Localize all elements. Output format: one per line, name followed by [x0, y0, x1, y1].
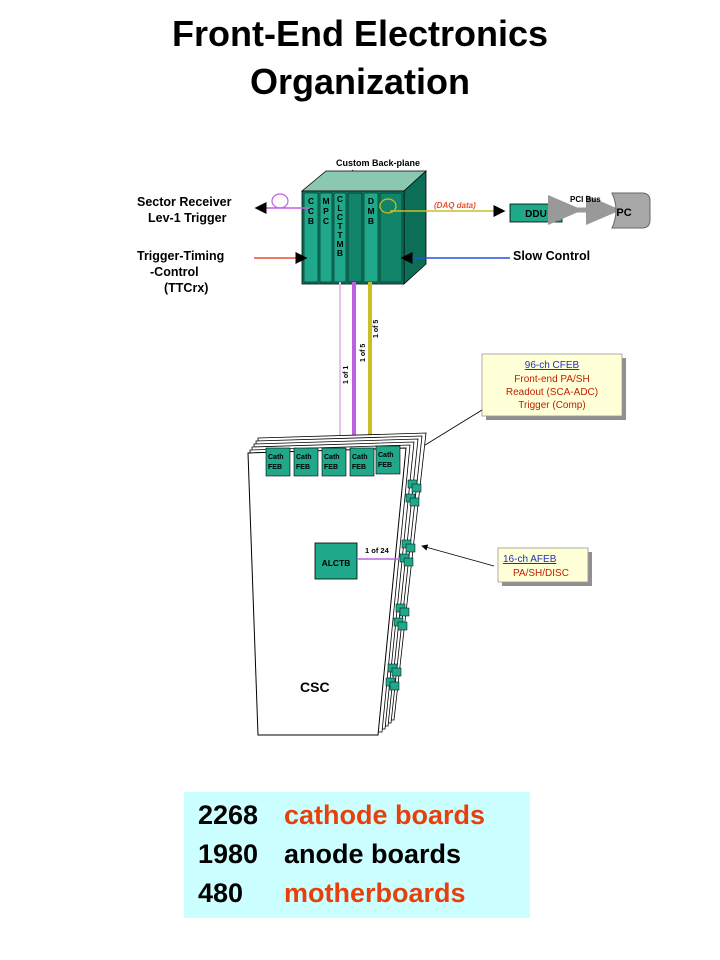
feb-text: FEB: [378, 462, 392, 469]
afeb: [399, 607, 410, 617]
ddu-label: DDU: [525, 209, 547, 220]
cable-label-1of5-a: 1 of 5: [360, 344, 367, 362]
cfeb-line-3: Trigger (Comp): [518, 400, 585, 411]
csc-chamber: Cath FEB Cath FEB Cath FEB Cath FEB Cath…: [247, 432, 427, 736]
left-inputs: Sector Receiver Lev-1 Trigger Trigger-Ti…: [137, 193, 310, 295]
afeb-box: [497, 547, 589, 583]
afeb: [405, 543, 416, 553]
cfeb-title: 96-ch CFEB: [525, 360, 580, 371]
empty-slot: [379, 192, 403, 283]
cath-feb-row: Cath FEB Cath FEB Cath FEB Cath FEB Cath…: [265, 445, 401, 477]
pc-label: PC: [616, 207, 631, 219]
stat-row-cathode: 2268 cathode boards: [198, 798, 485, 832]
cath-feb-1: [265, 447, 291, 477]
cfeb-line-1: Front-end PA/SH: [514, 374, 589, 385]
ttcrx-label: (TTCrx): [164, 281, 208, 295]
slow-control-label: Slow Control: [513, 249, 590, 263]
afeb: [389, 681, 400, 691]
mpc-card: [319, 192, 333, 283]
feb-text: Cath: [324, 454, 340, 461]
ccb-card: [303, 192, 319, 283]
stat-number: 480: [198, 878, 244, 908]
feb-text: FEB: [324, 464, 338, 471]
afeb-line-1: PA/SH/DISC: [513, 568, 569, 579]
alctb-label: ALCTB: [322, 558, 351, 568]
stat-text: cathode boards: [284, 800, 486, 830]
stat-row-motherboards: 480 motherboards: [198, 876, 466, 910]
afeb: [391, 667, 402, 677]
afeb-callout: 16-ch AFEB PA/SH/DISC: [421, 544, 592, 586]
title-line-2: Organization: [249, 61, 470, 102]
afeb: [409, 497, 420, 507]
stat-text: anode boards: [284, 839, 462, 869]
cath-feb-3: [321, 447, 347, 477]
csc-label: CSC: [300, 679, 330, 695]
feb-text: FEB: [268, 464, 282, 471]
daq-loop: [379, 198, 397, 214]
backplane-label: Custom Back-plane: [336, 158, 420, 168]
feb-text: FEB: [352, 464, 366, 471]
feb-text: FEB: [296, 464, 310, 471]
feb-text: Cath: [296, 454, 312, 461]
feb-text: Cath: [378, 452, 394, 459]
stat-row-anode: 1980 anode boards: [198, 837, 461, 871]
stat-text: motherboards: [284, 878, 466, 908]
board-count-summary: 2268 cathode boards 1980 anode boards 480 m…: [184, 792, 530, 918]
page-title: Front-End Electronics Organization: [0, 10, 720, 106]
lev1-trigger-label: Lev-1 Trigger: [148, 211, 227, 225]
stat-number: 2268: [198, 800, 259, 830]
cable-label-1of5-b: 1 of 5: [373, 320, 380, 338]
pci-bus-label: PCI Bus: [570, 195, 601, 204]
sector-receiver-label: Sector Receiver: [137, 195, 232, 209]
afeb: [397, 621, 408, 631]
feb-text: Cath: [352, 454, 368, 461]
afeb-clusters: [385, 479, 422, 691]
pc-shape: [611, 192, 651, 229]
crate-side: [403, 170, 427, 285]
daq-data-label: (DAQ data): [434, 201, 476, 210]
afeb-title: 16-ch AFEB: [503, 554, 557, 565]
trigger-loop: [271, 193, 289, 209]
cfeb-box: [481, 353, 623, 417]
afeb: [411, 483, 422, 493]
control-label: -Control: [150, 265, 199, 279]
stat-number: 1980: [198, 839, 259, 869]
cath-feb-2: [293, 447, 319, 477]
right-outputs: (DAQ data) DDU PCI Bus PC Slow Control: [379, 192, 651, 264]
empty-slot: [347, 192, 363, 283]
cath-feb-4: [349, 447, 375, 477]
cfeb-callout: 96-ch CFEB Front-end PA/SH Readout (SCA-…: [403, 353, 626, 459]
afeb: [403, 557, 414, 567]
cable-label-1of1: 1 of 1: [343, 366, 350, 384]
trigger-timing-label: Trigger-Timing: [137, 249, 224, 263]
cfeb-line-2: Readout (SCA-ADC): [506, 387, 598, 398]
cath-feb-5: [375, 445, 401, 475]
feb-text: Cath: [268, 454, 284, 461]
title-line-1: Front-End Electronics: [171, 13, 549, 54]
alctb-board: [314, 542, 358, 580]
afeb-pointer: [421, 544, 495, 567]
cable-label-1of24: 1 of 24: [365, 546, 390, 555]
